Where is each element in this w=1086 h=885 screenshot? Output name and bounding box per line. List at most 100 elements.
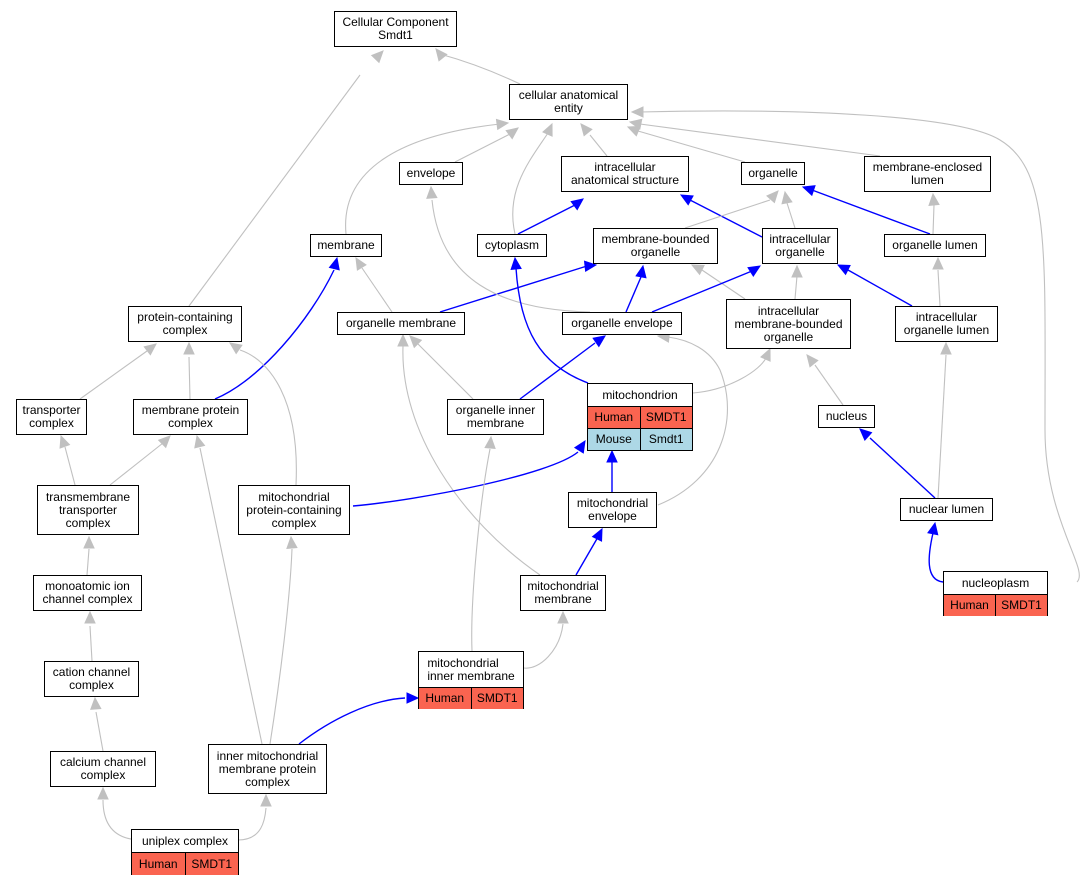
arrowhead-mbo-to-organelle: [766, 190, 779, 204]
arrowhead-mito-to-imbo: [760, 347, 771, 362]
node-membrane[interactable]: membrane: [310, 234, 382, 257]
node-uniplex-complex[interactable]: uniplex complex Human SMDT1: [131, 829, 239, 875]
arrowhead-uniplex-to-cachc: [97, 786, 109, 800]
node-nucleoplasm[interactable]: nucleoplasm Human SMDT1: [943, 571, 1048, 616]
node-label: mitochondrial envelope: [576, 496, 649, 523]
node-inner-mitochondrial-membrane-protein-complex[interactable]: inner mitochondrial membrane protein com…: [208, 744, 327, 794]
arrowhead-mpc-to-pcc: [183, 341, 195, 355]
node-label: envelope: [406, 166, 456, 180]
edge-om-to-membrane: [361, 267, 393, 313]
node-membrane-bounded-organelle[interactable]: membrane-bounded organelle: [593, 228, 718, 264]
arrowhead-iol-to-ol: [932, 256, 944, 270]
arrowhead-oim-to-om: [409, 335, 423, 349]
edge-mito-to-cytoplasm: [515, 267, 589, 384]
node-intracellular-organelle[interactable]: intracellular organelle: [762, 228, 838, 264]
edge-cytoplasm-to-cae: [512, 132, 549, 235]
node-cellular-anatomical-entity[interactable]: cellular anatomical entity: [509, 84, 628, 120]
edge-imbo-to-mbo: [701, 269, 746, 300]
node-protein-containing-complex[interactable]: protein-containing complex: [128, 306, 242, 342]
edge-oe-to-envelope: [431, 199, 591, 313]
node-organelle-lumen[interactable]: organelle lumen: [884, 234, 986, 257]
arrowhead-ccc-to-maic: [84, 610, 96, 624]
node-membrane-protein-complex[interactable]: membrane protein complex: [133, 399, 248, 435]
node-label: organelle envelope: [571, 316, 673, 330]
arrowhead-maic-to-ttc: [83, 535, 95, 549]
arrowhead-envelope-to-cae: [505, 127, 519, 140]
arrowhead-cytoplasm-to-ias: [570, 198, 584, 211]
node-nuclear-lumen[interactable]: nuclear lumen: [900, 498, 993, 521]
species-row-human: Human SMDT1: [588, 406, 692, 428]
node-calcium-channel-complex[interactable]: calcium channel complex: [50, 751, 156, 787]
arrowhead-ttc-to-mpc: [157, 435, 171, 449]
node-envelope[interactable]: envelope: [399, 162, 463, 185]
arrowhead-cae-to-root: [435, 48, 448, 62]
node-label: transmembrane transporter complex: [45, 489, 131, 530]
edge-mim-to-mm: [523, 623, 564, 669]
node-label: membrane-enclosed lumen: [872, 160, 983, 187]
node-monoatomic-ion-channel-complex[interactable]: monoatomic ion channel complex: [33, 575, 142, 611]
arrowhead-io-to-organelle: [781, 190, 793, 205]
node-title: uniplex complex: [141, 833, 229, 848]
edge-iol-to-io: [847, 269, 913, 307]
node-transporter-complex[interactable]: transporter complex: [16, 399, 87, 435]
arrowhead-impc-to-mpcc: [286, 535, 298, 549]
node-organelle-membrane[interactable]: organelle membrane: [337, 312, 465, 335]
node-mitochondrial-envelope[interactable]: mitochondrial envelope: [568, 492, 657, 528]
arrowhead-ol-to-mel: [928, 192, 940, 206]
arrowhead-nl-to-iol: [940, 341, 952, 355]
node-nucleus[interactable]: nucleus: [818, 405, 875, 428]
node-intracellular-organelle-lumen[interactable]: intracellular organelle lumen: [895, 306, 998, 342]
arrowhead-organelle-to-cae: [626, 125, 641, 137]
arrowhead-mpcc-to-mito: [573, 439, 586, 454]
edge-uniplex-to-impc: [237, 807, 267, 841]
edge-pcc-to-root: [188, 74, 361, 307]
node-label: inner mitochondrial membrane protein com…: [216, 748, 319, 789]
arrowhead-mito-to-cytoplasm: [510, 256, 522, 271]
node-intracellular-anatomical-structure[interactable]: intracellular anatomical structure: [561, 156, 689, 192]
node-organelle-inner-membrane[interactable]: organelle inner membrane: [447, 399, 544, 435]
node-cation-channel-complex[interactable]: cation channel complex: [44, 661, 139, 697]
gene-symbol: SMDT1: [184, 853, 239, 875]
arrowhead-oe-to-mbo: [635, 264, 647, 279]
node-membrane-enclosed-lumen[interactable]: membrane-enclosed lumen: [864, 156, 991, 192]
arrowhead-ol-to-organelle: [801, 185, 816, 197]
node-label: protein-containing complex: [137, 310, 233, 337]
edge-mel-to-cae: [639, 123, 881, 157]
species-name: Mouse: [595, 432, 632, 446]
edge-mpc-to-pcc: [188, 356, 191, 400]
edge-impc-to-mpc: [199, 447, 263, 745]
node-cellular-component-root[interactable]: Cellular Component Smdt1: [334, 11, 457, 47]
species-row-human: Human SMDT1: [132, 852, 238, 875]
arrowhead-tc-to-pcc: [143, 343, 157, 356]
edge-ias-to-cae: [589, 134, 608, 157]
node-title: mitochondrion: [602, 387, 678, 402]
arrowhead-oe-to-io: [747, 265, 762, 277]
node-mitochondrial-membrane[interactable]: mitochondrial membrane: [520, 575, 606, 611]
arrowhead-mpc-to-membrane: [328, 256, 340, 271]
node-intracellular-membrane-bounded-organelle[interactable]: intracellular membrane-bounded organelle: [726, 299, 851, 349]
arrowhead-nl-to-nucleus: [859, 428, 873, 441]
node-label: organelle: [748, 166, 798, 180]
node-organelle[interactable]: organelle: [741, 162, 805, 185]
species-name: Human: [425, 691, 465, 705]
node-organelle-envelope[interactable]: organelle envelope: [562, 312, 682, 335]
edge-ccc-to-maic: [89, 625, 93, 662]
node-label: organelle lumen: [892, 238, 978, 252]
edge-membrane-to-cae: [345, 123, 501, 235]
arrowhead-ttc-to-tc: [59, 434, 71, 449]
edge-nl-to-iol: [937, 354, 947, 499]
node-transmembrane-transporter-complex[interactable]: transmembrane transporter complex: [37, 485, 139, 535]
gene-symbol: Smdt1: [639, 429, 693, 450]
node-label: membrane-bounded organelle: [601, 232, 710, 259]
node-mitochondrion[interactable]: mitochondrion Human SMDT1 Mouse Smdt1: [587, 383, 693, 451]
edge-tc-to-pcc: [79, 350, 148, 400]
gene-symbol: SMDT1: [995, 595, 1047, 616]
arrowhead-ias-to-cae: [580, 123, 593, 137]
node-mitochondrial-protein-containing-complex[interactable]: mitochondrial protein-containing complex: [238, 485, 350, 535]
arrowhead-om-to-membrane: [355, 256, 367, 271]
node-mitochondrial-inner-membrane[interactable]: mitochondrial inner membrane Human SMDT1: [418, 651, 524, 709]
node-cytoplasm[interactable]: cytoplasm: [477, 234, 547, 257]
node-label: intracellular organelle: [769, 232, 831, 259]
edge-maic-to-ttc: [86, 548, 90, 576]
arrowhead-nucleoplasm-to-nl: [927, 521, 939, 536]
